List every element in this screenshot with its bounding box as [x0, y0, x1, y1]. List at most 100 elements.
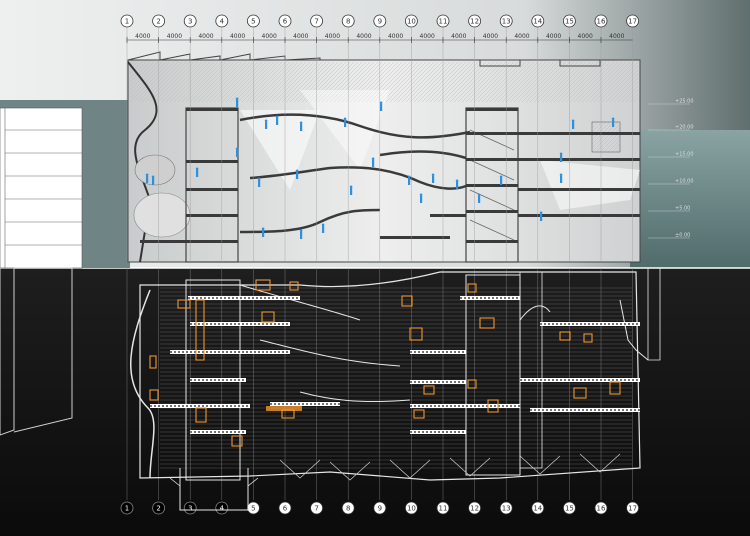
floor-slab: [380, 236, 450, 239]
grid-label: 6: [283, 505, 288, 513]
orange-furniture-mark: [255, 279, 271, 291]
orange-furniture-mark: [583, 333, 593, 343]
dimension-label: 4000: [262, 33, 277, 40]
orange-furniture-mark: [177, 299, 191, 309]
grid-bubble: [215, 501, 229, 515]
grid-bubble: [436, 501, 450, 515]
person-figure: [236, 150, 239, 157]
level-label: +20.00: [675, 125, 694, 131]
grid-label: 5: [251, 18, 255, 26]
grid-bubble: [183, 14, 197, 28]
dimension-label: 4000: [578, 33, 593, 40]
grid-bubble: [404, 14, 418, 28]
person-figure: [258, 180, 261, 187]
grid-label: 9: [378, 505, 382, 513]
orange-light-band: [266, 406, 302, 411]
dimension-label: 4000: [230, 33, 245, 40]
person-figure: [572, 122, 575, 129]
person-figure: [296, 172, 299, 179]
grid-bubble: [341, 14, 355, 28]
level-marks: +25.00+20.00+15.00+10.00+5.00±0.00: [648, 99, 694, 239]
grid-label: 14: [533, 18, 542, 26]
orange-furniture-mark: [423, 385, 435, 395]
grid-bubble: [373, 14, 387, 28]
dimension-label: 4000: [514, 33, 529, 40]
person-figure: [432, 176, 435, 183]
floor-slab: [140, 240, 186, 243]
orange-furniture-mark: [413, 409, 425, 419]
orange-highlights: [149, 279, 621, 447]
person-figure: [500, 178, 503, 185]
grid-bubble: [626, 501, 639, 515]
grid-bubble: [404, 501, 418, 515]
grid-bubble: [278, 14, 292, 28]
floor-slab: [466, 132, 518, 135]
orange-furniture-mark: [149, 355, 157, 369]
grid-label: 15: [565, 18, 574, 26]
floor-slab: [466, 210, 518, 213]
floor-slab: [518, 188, 640, 191]
floor-slab: [466, 108, 518, 111]
grid-bubble: [499, 501, 513, 515]
dimension-label: 4000: [609, 33, 624, 40]
grid-label: 7: [314, 18, 318, 26]
grid-bubble: [563, 501, 576, 515]
grid-label: 1: [125, 18, 129, 26]
dimension-label: 4000: [451, 33, 466, 40]
grid-bubble: [373, 501, 387, 515]
floor-slab: [430, 214, 466, 217]
upper-floor-slabs: [140, 108, 640, 243]
orange-furniture-mark: [609, 381, 621, 395]
person-figure: [262, 230, 265, 237]
grid-bubble: [436, 14, 450, 28]
orange-furniture-mark: [559, 331, 571, 341]
right-neighbor-mass: [630, 130, 750, 268]
person-figure: [380, 104, 383, 111]
grid-bubble: [310, 501, 324, 515]
person-figure: [152, 178, 155, 185]
grid-label: 7: [314, 505, 318, 513]
dimension-label: 4000: [483, 33, 498, 40]
grid-bubble: [152, 501, 166, 515]
grid-label: 13: [502, 505, 511, 513]
grid-bubble: [531, 501, 545, 515]
person-figure: [265, 122, 268, 129]
orange-furniture-mark: [467, 379, 477, 389]
level-label: +15.00: [675, 152, 694, 158]
floor-slab: [466, 158, 518, 161]
person-figure: [196, 170, 199, 177]
grid-label: 17: [628, 18, 637, 26]
orange-furniture-mark: [467, 283, 477, 293]
grid-label: 14: [533, 505, 542, 513]
orange-furniture-mark: [487, 399, 499, 413]
grid-label: 10: [407, 18, 416, 26]
grid-bubble: [183, 501, 197, 515]
grid-label: 2: [156, 18, 160, 26]
orange-furniture-mark: [409, 327, 423, 341]
grid-label: 13: [502, 18, 511, 26]
grid-bubble: [626, 14, 639, 28]
grid-label: 9: [378, 18, 382, 26]
floor-slab: [410, 404, 520, 408]
grid-bubble: [499, 14, 513, 28]
floor-slab: [186, 108, 238, 111]
dimension-label: 4000: [167, 33, 182, 40]
level-label: +25.00: [675, 99, 694, 105]
grid-bubble: [563, 14, 576, 28]
grid-bubble: [468, 14, 482, 28]
grid-label: 4: [220, 18, 225, 26]
dimension-label: 4000: [356, 33, 371, 40]
grid-bubble: [152, 14, 166, 28]
left-neighbor-building: [0, 100, 130, 269]
orange-furniture-mark: [289, 281, 299, 291]
person-figure: [478, 196, 481, 203]
grid-bubble: [246, 501, 260, 515]
floor-slab: [466, 184, 518, 187]
grid-bubble: [246, 14, 260, 28]
grid-bubble: [120, 501, 134, 515]
dimension-label: 4000: [198, 33, 213, 40]
orange-furniture-mark: [231, 435, 243, 447]
orange-furniture-mark: [149, 389, 159, 401]
people-figures: [145, 97, 615, 239]
